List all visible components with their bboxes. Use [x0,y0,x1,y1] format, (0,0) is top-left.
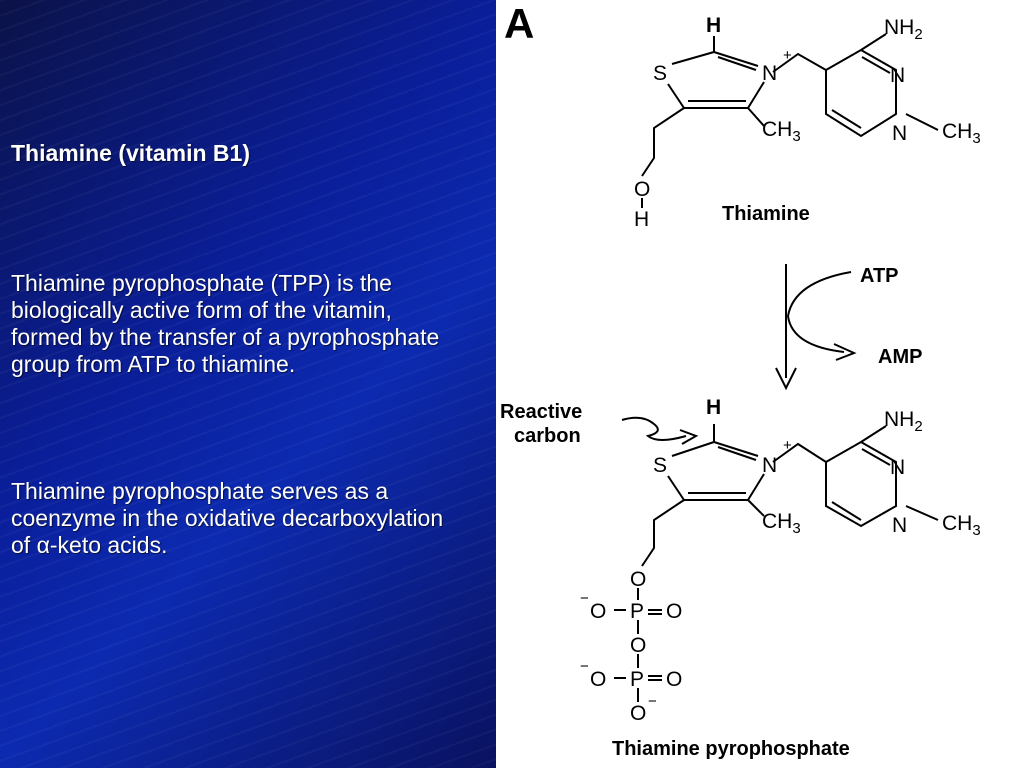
tpp-structure: Reactive carbon H S N + CH3 NH2 N N CH3 [500,396,981,760]
tpp-atom-h: H [706,396,721,419]
anhydride-o: O [630,634,646,657]
slide-title: Thiamine (vitamin B1) [11,140,250,166]
reactive-label-line2: carbon [514,425,581,447]
phosphate1-o-minus: O [590,600,606,623]
ch3-pyrimidine: CH3 [942,120,981,147]
nh2-group: NH2 [884,16,923,43]
tpp-pyrimidine-n2: N [892,514,907,537]
left-text-panel: Thiamine (vitamin B1) Thiamine pyrophosp… [0,0,496,768]
tpp-atom-n-plus: N [762,454,777,477]
atom-oh-h: H [634,208,649,231]
reaction-arrow: ATP AMP [775,264,922,391]
terminal-o-minus: O [630,702,646,725]
atp-label: ATP [860,265,899,287]
tpp-bridge-o: O [630,568,646,591]
tpp-atom-s: S [653,454,667,477]
paragraph-tpp-formation: Thiamine pyrophosphate (TPP) is the biol… [11,270,440,377]
thiamine-label: Thiamine [722,203,810,225]
thiamine-structure: H S N + CH3 NH2 N N CH3 O H Thiamine [634,14,981,231]
atom-s: S [653,62,667,85]
thiamine-reaction-diagram: A H S N + CH3 NH2 N N CH3 O H Thiamine [500,0,981,760]
structure-figure: A H S N + CH3 NH2 N N CH3 O H Thiamine [496,0,1024,768]
tpp-nh2-group: NH2 [884,408,923,435]
atom-o: O [634,178,650,201]
tpp-charge-plus: + [783,437,792,454]
tpp-label: Thiamine pyrophosphate [612,738,850,760]
reactive-label-line1: Reactive [500,401,582,423]
charge-plus: + [783,47,792,64]
tpp-ch3-pyrimidine: CH3 [942,512,981,539]
phosphate2-o-minus: O [590,668,606,691]
minus-sign-3: − [648,693,657,710]
tpp-pyrimidine-n1: N [890,456,905,479]
phosphorus-2: P [630,668,644,691]
phosphorus-1: P [630,600,644,623]
amp-label: AMP [878,346,922,368]
phosphate1-o-double: O [666,600,682,623]
ch3-ring: CH3 [762,118,801,145]
pyrimidine-n1: N [890,64,905,87]
atom-n-plus: N [762,62,777,85]
minus-sign-2: − [580,658,589,675]
phosphate2-o-double: O [666,668,682,691]
pyrimidine-n2: N [892,122,907,145]
tpp-ch3-ring: CH3 [762,510,801,537]
atom-h: H [706,14,721,37]
paragraph-tpp-role: Thiamine pyrophosphate serves as a coenz… [11,478,444,558]
minus-sign-1: − [580,590,589,607]
panel-letter: A [504,0,534,47]
